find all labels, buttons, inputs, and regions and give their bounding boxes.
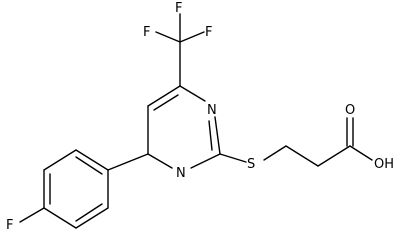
bond-pyrimidine-aryl [107,153,149,171]
bond-c2-n1 [190,153,221,169]
bond-aryl-1 [75,149,109,171]
bond-n3-c2-inner [208,120,213,151]
bond-aryl-5 [75,207,109,229]
bond-s-ch2 [263,145,287,161]
pyrimidine-ring [147,85,221,169]
bond-ch2-cooh [317,145,351,167]
bond-c-f3 [179,31,205,43]
atom-label-f2: F [143,25,150,40]
atom-labels: F F F N N S O OH F [6,1,394,233]
atom-label-f3: F [205,25,212,40]
bond-c-f2 [155,31,181,43]
atom-label-o: O [345,103,355,118]
bond-aryl-inner-3 [75,203,103,222]
bond-c2-s [219,153,247,163]
bond-aryl-2 [43,149,77,171]
atom-label-n-bottom: N [176,166,186,181]
bond-n1-c6 [147,153,173,169]
bond-c4-n3 [179,85,206,102]
atom-label-s: S [247,157,255,172]
bond-aryl-4 [43,207,77,229]
atom-label-f1: F [175,1,182,16]
atom-label-n-top: N [207,103,217,118]
bond-aryl-f [19,207,45,223]
bond-c5-c4-inner [153,94,179,111]
trifluoromethyl-group [155,13,205,87]
bond-aryl-inner-1 [75,156,103,175]
fluorophenyl-ring [19,149,149,229]
bond-c5-c4 [147,85,181,107]
bond-n3-c2 [214,116,221,155]
atom-label-oh: OH [374,157,394,172]
bond-ch2-ch2 [285,145,319,167]
thiopropanoic-acid-chain [219,117,373,167]
bond-c-oh [349,145,373,161]
atom-label-f-aryl: F [6,218,13,233]
